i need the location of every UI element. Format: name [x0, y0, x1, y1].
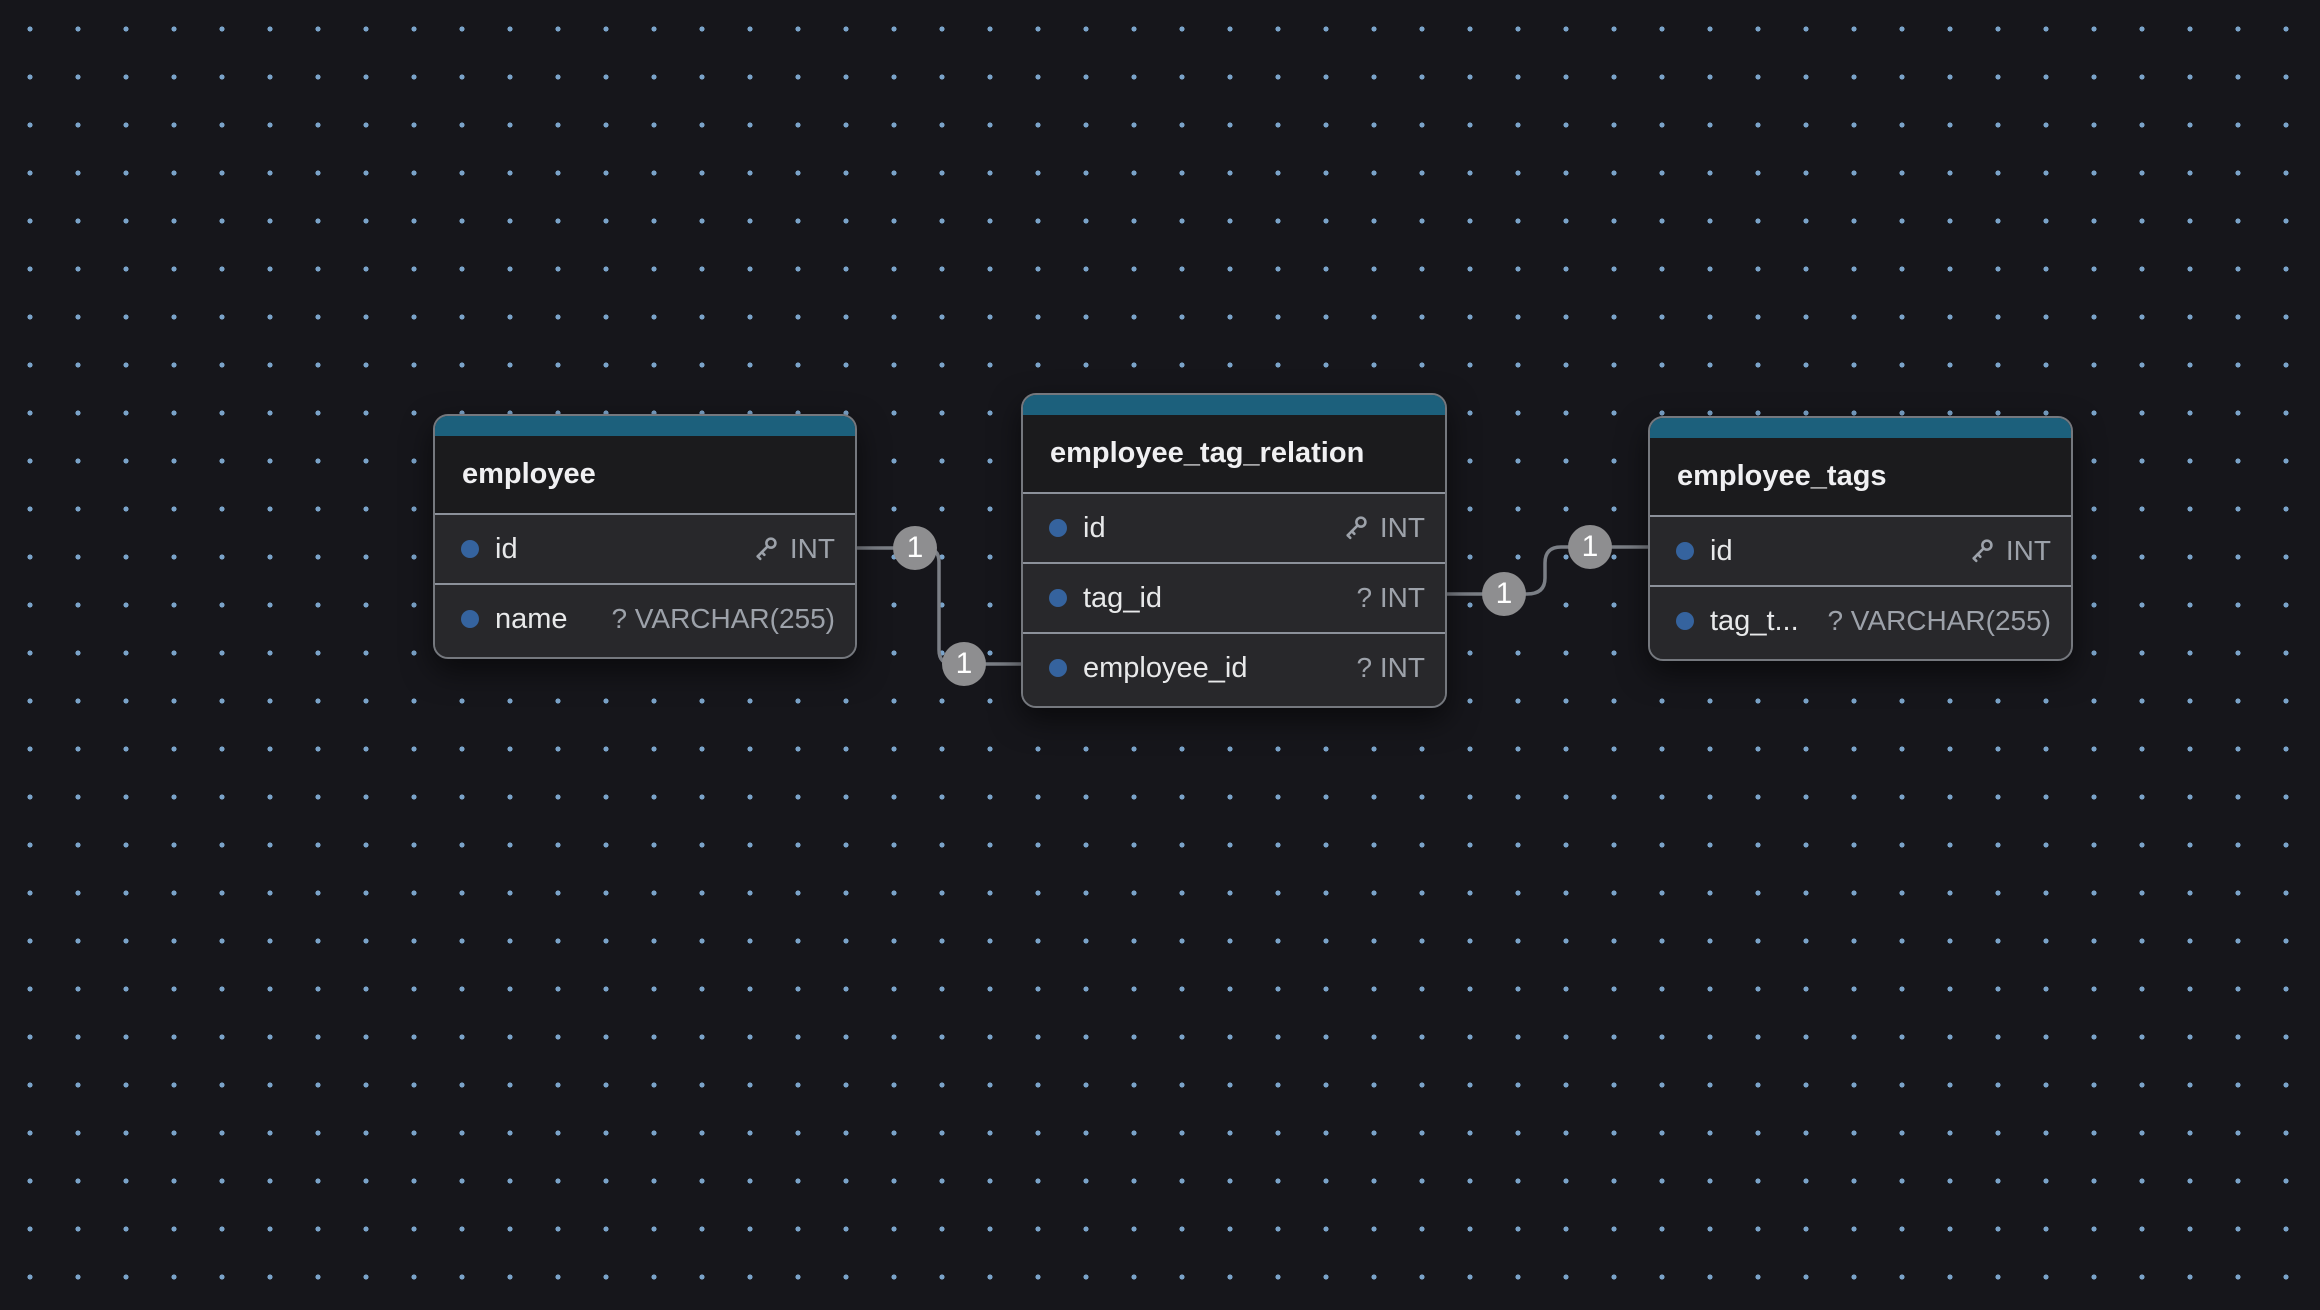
field-name: id: [495, 532, 518, 565]
relationship-line-employee[interactable]: [857, 546, 1021, 666]
field-row[interactable]: id INT: [435, 513, 855, 583]
field-type: ? INT: [1357, 652, 1425, 684]
field-row[interactable]: id INT: [1650, 515, 2071, 585]
primary-key-icon: [756, 537, 777, 561]
field-name: employee_id: [1083, 651, 1248, 684]
field-name: tag_t...: [1710, 604, 1799, 637]
table-name[interactable]: employee_tag_relation: [1023, 415, 1445, 492]
field-name: tag_id: [1083, 581, 1163, 614]
field-type-text: INT: [789, 533, 835, 564]
field-row[interactable]: tag_id ? INT: [1023, 562, 1445, 632]
table-name[interactable]: employee_tags: [1650, 438, 2071, 515]
field-name: id: [1710, 534, 1733, 567]
field-type-text: ? VARCHAR(255): [611, 603, 835, 634]
cardinality-badge[interactable]: 1: [942, 642, 986, 686]
field-row[interactable]: employee_id ? INT: [1023, 632, 1445, 702]
relationship-line-tags[interactable]: [1447, 545, 1648, 596]
field-dot-icon: [1676, 612, 1694, 630]
field-type-text: ? INT: [1356, 652, 1425, 683]
field-type: ? INT: [1357, 582, 1425, 614]
table-employee-tags[interactable]: employee_tags id INT tag_t... ? VARCHAR(…: [1648, 416, 2073, 661]
table-accent-bar: [1023, 395, 1445, 415]
field-type-text: ? VARCHAR(255): [1827, 605, 2051, 636]
cardinality-badge[interactable]: 1: [893, 526, 937, 570]
field-dot-icon: [461, 540, 479, 558]
field-dot-icon: [1049, 519, 1067, 537]
field-dot-icon: [1049, 589, 1067, 607]
primary-key-icon: [1972, 539, 1993, 563]
field-type: ? VARCHAR(255): [611, 603, 835, 635]
field-row[interactable]: tag_t... ? VARCHAR(255): [1650, 585, 2071, 655]
field-type-text: INT: [2005, 535, 2051, 566]
table-accent-bar: [435, 416, 855, 436]
field-type-text: ? INT: [1356, 582, 1425, 613]
primary-key-icon: [1346, 516, 1367, 540]
field-row[interactable]: id INT: [1023, 492, 1445, 562]
cardinality-badge[interactable]: 1: [1482, 572, 1526, 616]
field-name: name: [495, 602, 568, 635]
field-type-text: INT: [1379, 512, 1425, 543]
field-name: id: [1083, 511, 1106, 544]
table-name[interactable]: employee: [435, 436, 855, 513]
table-accent-bar: [1650, 418, 2071, 438]
field-dot-icon: [461, 610, 479, 628]
field-type: ? VARCHAR(255): [1827, 605, 2051, 637]
field-row[interactable]: name ? VARCHAR(255): [435, 583, 855, 653]
field-type: INT: [750, 533, 835, 565]
table-employee[interactable]: employee id INT name ? VARCHAR(255): [433, 414, 857, 659]
table-employee-tag-relation[interactable]: employee_tag_relation id INT tag_id ? IN…: [1021, 393, 1447, 708]
field-dot-icon: [1676, 542, 1694, 560]
field-type: INT: [1340, 512, 1425, 544]
field-type: INT: [1966, 535, 2051, 567]
cardinality-badge[interactable]: 1: [1568, 525, 1612, 569]
field-dot-icon: [1049, 659, 1067, 677]
